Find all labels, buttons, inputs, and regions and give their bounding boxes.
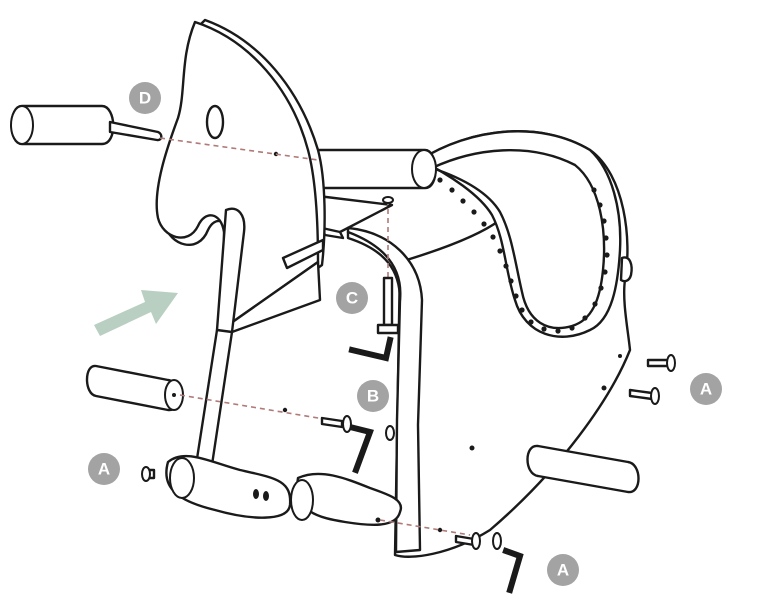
bolt-set-b	[320, 415, 395, 441]
badge-a-right: A	[690, 373, 722, 405]
badge-a-right-label: A	[700, 380, 712, 399]
badge-a-bottom-label: A	[557, 561, 569, 580]
badge-c-label: C	[346, 289, 358, 308]
handle-dowel-d	[10, 104, 163, 146]
rear-rocker	[290, 472, 403, 526]
badge-a-left-label: A	[98, 460, 110, 479]
body-panel	[393, 130, 633, 558]
badge-c: C	[336, 282, 368, 314]
front-rocker	[165, 454, 292, 519]
badge-a-left: A	[88, 453, 120, 485]
rear-leg	[346, 226, 424, 554]
allen-key-icon	[348, 336, 394, 362]
arrow-up-right-icon	[94, 290, 178, 336]
allen-key-icon	[502, 547, 524, 594]
badge-b-label: B	[367, 387, 379, 406]
badge-d: D	[129, 82, 161, 114]
bolt-set-a-right	[628, 354, 676, 405]
upper-bar	[309, 148, 437, 190]
bolt-set-a-bottom	[454, 532, 502, 550]
bolt-set-a-left	[141, 466, 156, 482]
badge-a-bottom: A	[547, 554, 579, 586]
guide-lines	[159, 137, 471, 536]
seat-rim-holes	[437, 177, 610, 334]
head-panel	[155, 18, 326, 334]
badge-d-label: D	[139, 89, 151, 108]
badge-b: B	[357, 380, 389, 412]
bolt-icon	[376, 196, 400, 335]
allen-key-icon	[350, 424, 374, 474]
footrest-dowel-right	[526, 444, 640, 494]
footrest-dowel-left	[85, 364, 184, 412]
